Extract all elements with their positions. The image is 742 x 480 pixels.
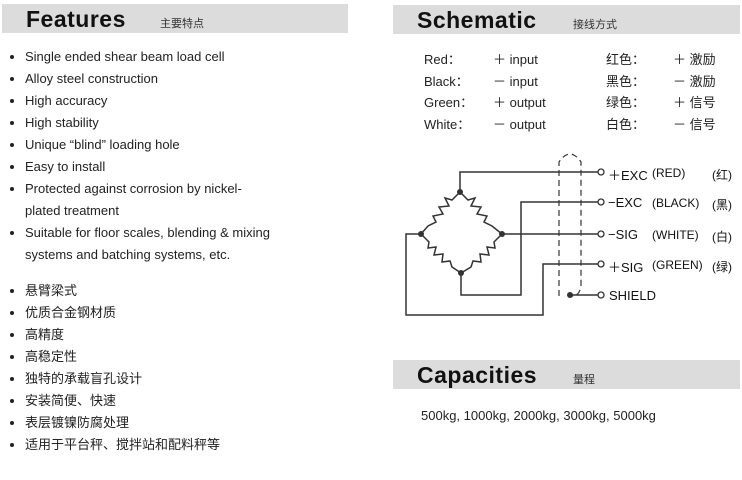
terminal-signal: ＋SIG: [608, 260, 644, 275]
terminal-circles: [597, 168, 605, 299]
wire-function: － input: [493, 74, 538, 89]
terminal-color-zh: (红): [712, 168, 732, 182]
list-item: Easy to install: [8, 156, 270, 178]
wire-function: ＋ output: [493, 95, 546, 110]
terminal-color: (RED): [652, 166, 686, 180]
wire-function-zh: ＋ 激励: [673, 52, 716, 67]
features-header: Features 主要特点: [2, 4, 348, 33]
list-item: 高稳定性: [8, 346, 220, 368]
wire-function-zh: － 激励: [673, 74, 716, 89]
terminal-color-zh: (黑): [712, 198, 732, 212]
capacities-title: Capacities: [417, 362, 538, 388]
terminal-color-zh: (白): [712, 230, 732, 244]
wire-function: ＋ input: [493, 52, 538, 67]
features-title: Features: [26, 6, 126, 32]
wire-color-zh: 黑色：: [606, 74, 646, 89]
list-item: 高精度: [8, 324, 220, 346]
wire-color: White：: [424, 117, 471, 132]
list-item: Suitable for floor scales, blending & mi…: [8, 222, 270, 244]
list-item: 安装简便、快速: [8, 390, 220, 412]
list-item: systems and batching systems, etc.: [25, 247, 231, 262]
wire-function-zh: ＋ 信号: [673, 95, 716, 110]
list-item: 表层镀镍防腐处理: [8, 412, 220, 434]
list-item: Single ended shear beam load cell: [8, 46, 270, 68]
features-zh-list: 悬臂梁式 优质合金钢材质 高精度 高稳定性 独特的承载盲孔设计 安装简便、快速 …: [8, 280, 220, 456]
capacities-subtitle: 量程: [573, 374, 595, 386]
list-item: Alloy steel construction: [8, 68, 270, 90]
terminal-color: (BLACK): [652, 196, 700, 210]
list-item: 独特的承载盲孔设计: [8, 368, 220, 390]
wire-color: Green：: [424, 95, 474, 110]
schematic-subtitle: 接线方式: [573, 19, 617, 31]
terminal-signal: −EXC: [608, 195, 643, 210]
list-item: 悬臂梁式: [8, 280, 220, 302]
resistor-bridge: [420, 191, 503, 274]
schematic-title: Schematic: [417, 7, 537, 33]
terminal-color: (GREEN): [652, 258, 703, 272]
list-item: 优质合金钢材质: [8, 302, 220, 324]
terminal-signal: −SIG: [608, 227, 638, 242]
capacities-header: Capacities 量程: [393, 360, 740, 389]
list-item: 适用于平台秤、搅拌站和配料秤等: [8, 434, 220, 456]
list-item: Protected against corrosion by nickel-: [8, 178, 270, 200]
wire-color: Red：: [424, 52, 461, 67]
wire-function-zh: － 信号: [673, 117, 716, 132]
list-item: High accuracy: [8, 90, 270, 112]
list-item: plated treatment: [25, 203, 119, 218]
shield-cable: [558, 153, 582, 297]
features-subtitle: 主要特点: [160, 18, 204, 30]
terminal-signal: SHIELD: [609, 288, 656, 303]
terminal-color-zh: (绿): [712, 260, 732, 274]
wire-color-zh: 白色：: [606, 117, 646, 132]
features-en-list: Single ended shear beam load cell Alloy …: [8, 46, 270, 266]
wire-function: － output: [493, 117, 546, 132]
list-item: Unique “blind” loading hole: [8, 134, 270, 156]
schematic-header: Schematic 接线方式: [393, 5, 740, 34]
wire-color-zh: 红色：: [606, 52, 646, 67]
wire-color-zh: 绿色：: [606, 95, 646, 110]
list-item: High stability: [8, 112, 270, 134]
terminal-color: (WHITE): [652, 228, 699, 242]
terminal-signal: ＋EXC: [608, 168, 648, 183]
wire-color: Black：: [424, 74, 469, 89]
capacities-values: 500kg, 1000kg, 2000kg, 3000kg, 5000kg: [421, 408, 656, 423]
